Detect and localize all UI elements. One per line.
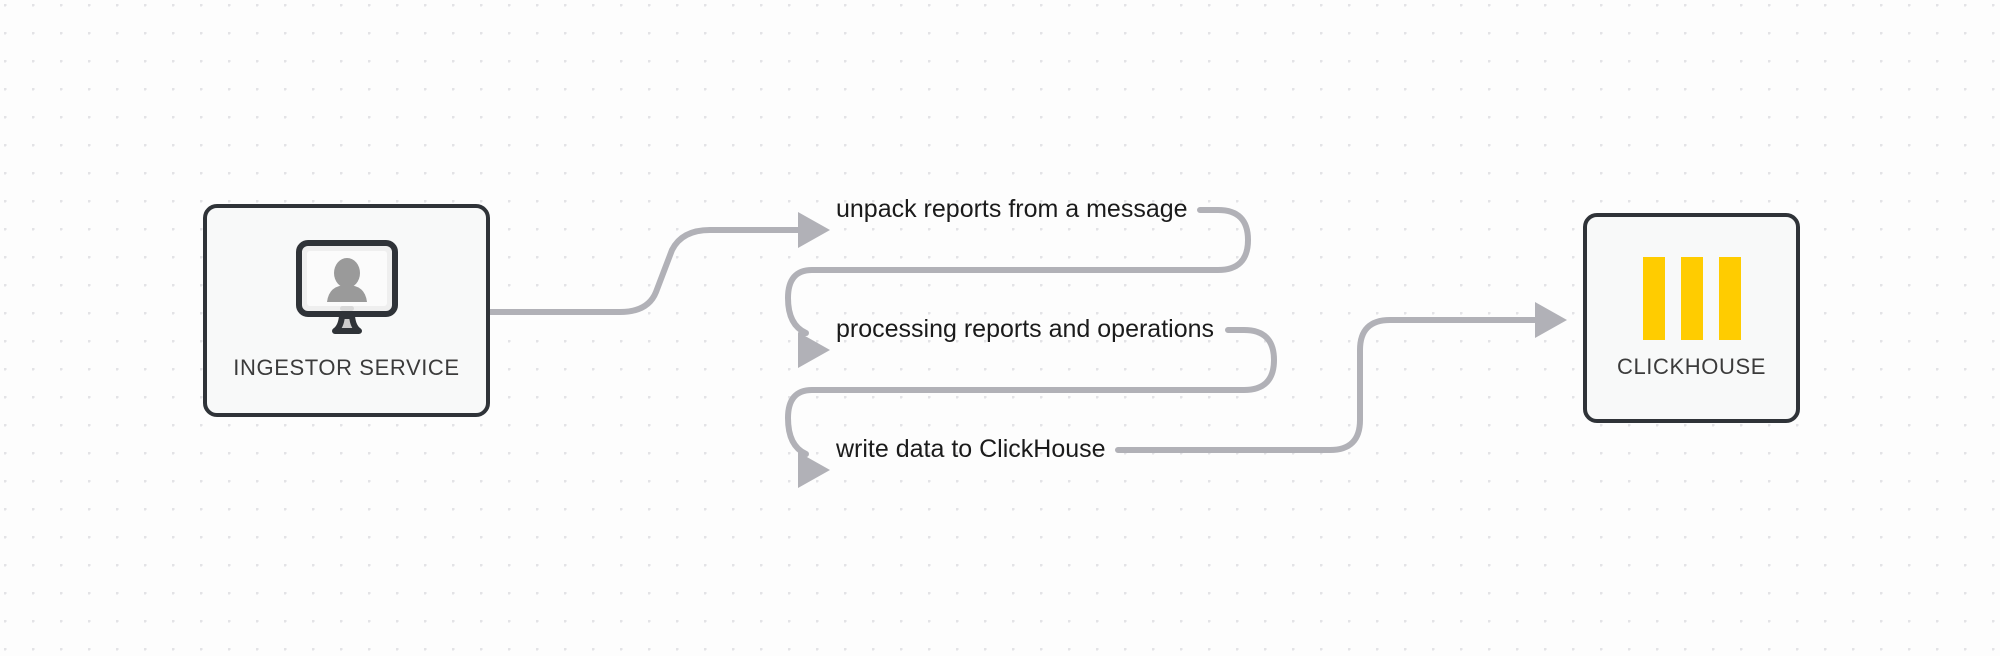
edge-processing-return-path bbox=[809, 327, 1277, 393]
edge-unpack-path bbox=[487, 227, 803, 315]
node-clickhouse[interactable]: CLICKHOUSE bbox=[1583, 213, 1800, 423]
edge-label-unpack: unpack reports from a message bbox=[836, 195, 1188, 223]
node-ingestor-service-label: INGESTOR SERVICE bbox=[233, 355, 460, 380]
clickhouse-bar-3 bbox=[1718, 256, 1741, 340]
edge-processing-path bbox=[785, 267, 815, 336]
clickhouse-logo-icon bbox=[1642, 256, 1741, 340]
edge-write-path bbox=[785, 387, 815, 457]
node-ingestor-service[interactable]: INGESTOR SERVICE bbox=[203, 204, 490, 417]
edge-label-processing: processing reports and operations bbox=[836, 315, 1215, 343]
edge-label-write: write data to ClickHouse bbox=[836, 435, 1106, 463]
clickhouse-bar-1 bbox=[1642, 256, 1665, 340]
edge-clickhouse-arrowhead bbox=[1535, 302, 1567, 338]
edge-processing-arrowhead bbox=[798, 332, 830, 368]
edge-write-arrowhead bbox=[798, 452, 830, 488]
edge-write-to-clickhouse-path bbox=[1115, 317, 1543, 453]
monitor-user-icon bbox=[295, 240, 398, 341]
edge-unpack-return-path bbox=[809, 207, 1251, 273]
node-clickhouse-label: CLICKHOUSE bbox=[1616, 353, 1767, 379]
edge-unpack-arrowhead bbox=[798, 212, 830, 248]
clickhouse-bar-2 bbox=[1680, 256, 1703, 340]
